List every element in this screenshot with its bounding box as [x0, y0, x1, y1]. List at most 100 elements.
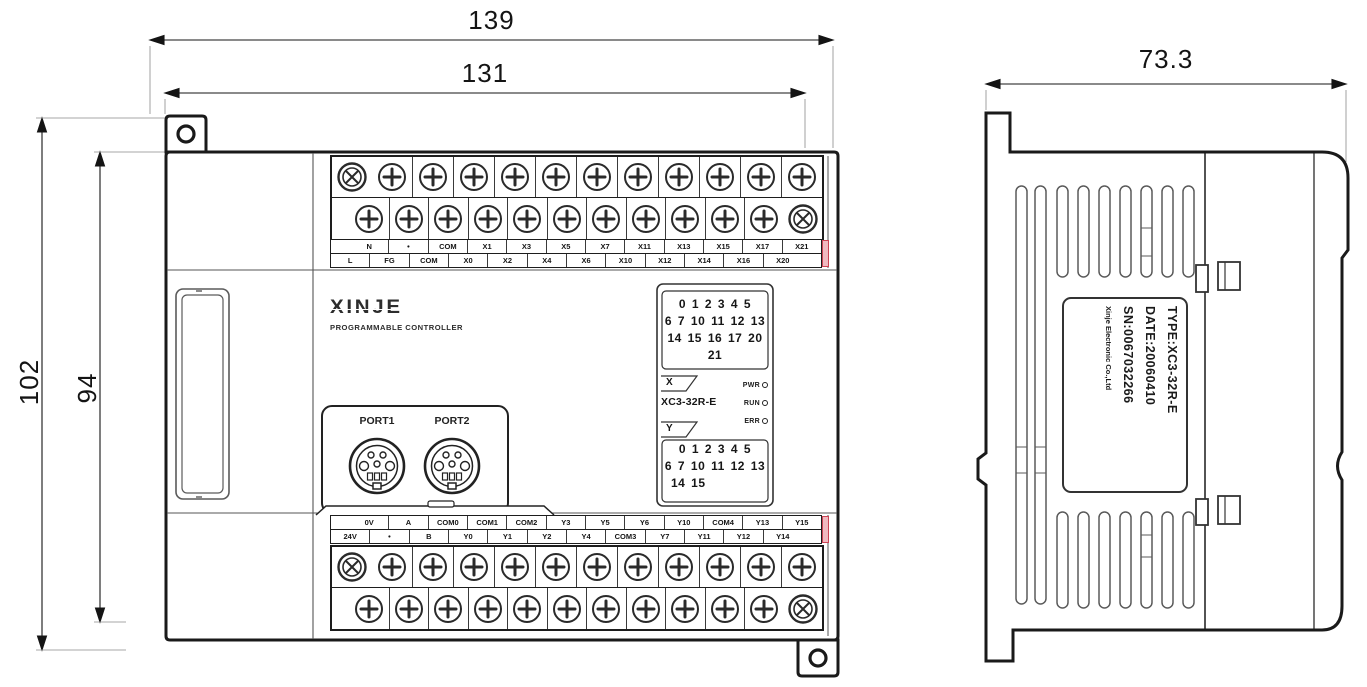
nameplate-label-box: [1062, 297, 1188, 493]
status-led-row: ERR: [698, 412, 768, 430]
terminal-screw: [617, 547, 658, 587]
terminal-screw: [428, 588, 468, 629]
port1-connector: [348, 437, 406, 495]
clip-lower-b: [1217, 495, 1241, 525]
terminal-label-cell: X1: [466, 240, 506, 253]
terminal-label-cell: A: [388, 516, 427, 529]
model-label: XC3-32R-E: [661, 396, 717, 408]
led-number-row: 6 7 10 11 12 13: [664, 314, 766, 328]
terminal-screw: [372, 547, 412, 587]
terminal-screw: [781, 157, 822, 197]
terminal-screw: [372, 157, 412, 197]
strip-endcap: [822, 240, 829, 267]
terminal-screw: [699, 157, 740, 197]
input-marker-flag: [661, 375, 699, 392]
terminal-screw: [546, 588, 587, 629]
terminal-screw: [412, 547, 453, 587]
terminal-label-cell: L: [347, 256, 353, 265]
status-led-icon: [762, 382, 768, 388]
terminal-label-cell: X7: [584, 240, 624, 253]
terminal-label-cell: X5: [545, 240, 585, 253]
terminal-label-cell: X14: [683, 254, 723, 267]
terminal-screw: [535, 547, 576, 587]
terminal-screw: [507, 198, 547, 239]
status-led-row: RUN: [698, 394, 768, 412]
terminal-label-cell: Y14: [762, 530, 802, 543]
terminal-label-cell: 24V: [343, 532, 357, 541]
input-marker: X: [666, 377, 673, 388]
terminal-label-cell: X20: [762, 254, 802, 267]
corner-screw: [332, 547, 372, 587]
status-led-icon: [762, 400, 768, 406]
input-screw-row-1: [332, 157, 822, 197]
corner-screw: [332, 157, 372, 197]
terminal-label-cell: X13: [663, 240, 703, 253]
terminal-screw: [546, 198, 587, 239]
terminal-screw: [535, 157, 576, 197]
dimension-height-body: 94: [72, 372, 102, 404]
terminal-label-cell: COM: [408, 254, 448, 267]
dimension-depth: 73.3: [1138, 44, 1194, 74]
clip-upper-b: [1217, 261, 1241, 291]
expansion-slot-cover: [175, 288, 230, 500]
terminal-screw: [586, 198, 626, 239]
terminal-label-cell: X2: [487, 254, 526, 267]
terminal-screw: [665, 588, 705, 629]
terminal-screw: [658, 547, 699, 587]
terminal-screw: [781, 547, 822, 587]
clip-upper-a: [1195, 264, 1209, 293]
ports-section: [315, 405, 555, 516]
output-screw-row-2: [332, 587, 822, 629]
terminal-label-cell: X3: [506, 240, 545, 253]
corner-screw: [784, 198, 823, 239]
port1-label: PORT1: [359, 415, 395, 427]
terminal-screw: [699, 547, 740, 587]
terminal-screw: [740, 157, 781, 197]
terminal-screw: [350, 588, 389, 629]
port2-label: PORT2: [434, 415, 470, 427]
strip-endcap: [822, 516, 829, 543]
dimension-lines: [36, 34, 1348, 652]
terminal-label-cell: X17: [742, 240, 781, 253]
status-led-icon: [762, 418, 768, 424]
terminal-screw: [453, 157, 494, 197]
corner-screw: [784, 588, 823, 629]
status-leds: PWR RUN ERR: [698, 376, 768, 430]
terminal-screw: [494, 157, 535, 197]
nameplate-date: DATE:20060410: [1143, 306, 1157, 406]
terminal-label-cell: •: [388, 240, 427, 253]
led-number-row: 6 7 10 11 12 13: [664, 459, 766, 473]
terminal-label-cell: 0V: [364, 518, 374, 527]
cover-lip-tab: [427, 500, 455, 508]
mounting-hole-bottom-right: [808, 648, 828, 668]
terminal-label-cell: FG: [369, 254, 408, 267]
led-number-row: 14 15: [671, 476, 706, 490]
terminal-screw: [625, 588, 666, 629]
terminal-screw: [740, 547, 781, 587]
terminal-label-cell: X15: [702, 240, 742, 253]
terminal-label-cell: Y10: [663, 516, 703, 529]
terminal-label-cell: COM0: [427, 516, 467, 529]
terminal-label-cell: X6: [565, 254, 605, 267]
led-panel-frame: [656, 283, 774, 507]
terminal-screw: [625, 198, 666, 239]
terminal-label-cell: X16: [723, 254, 762, 267]
terminal-screw: [658, 157, 699, 197]
nameplate-serial: SN:0067032266: [1121, 306, 1135, 404]
terminal-label-cell: •: [369, 530, 408, 543]
terminal-screw: [453, 547, 494, 587]
terminal-screw: [350, 198, 389, 239]
port2-connector: [423, 437, 481, 495]
terminal-label-cell: Y7: [644, 530, 684, 543]
terminal-screw: [744, 198, 784, 239]
output-terminal-block: [330, 545, 824, 631]
side-view-details: [1062, 261, 1241, 526]
terminal-label-cell: Y15: [781, 516, 821, 529]
terminal-label-cell: B: [408, 530, 448, 543]
led-number-row: 14 15 16 17 20 21: [667, 331, 763, 362]
brand-subtitle: PROGRAMMABLE CONTROLLER: [330, 323, 463, 332]
terminal-screw: [467, 588, 508, 629]
